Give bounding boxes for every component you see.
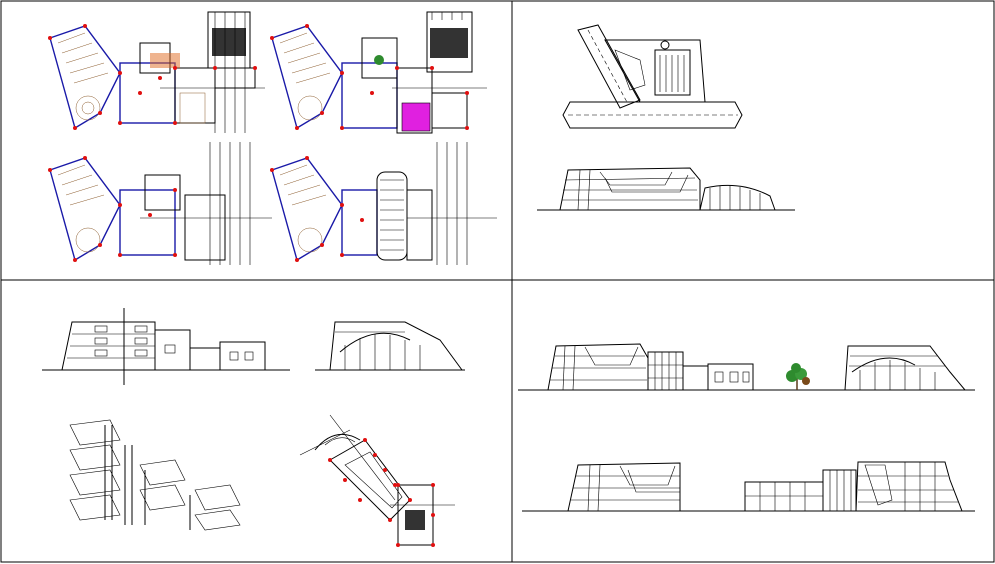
third-floor-plan <box>270 142 497 265</box>
elevations-panel <box>518 343 975 512</box>
second-floor-plan <box>48 142 272 265</box>
site-plan-panel <box>537 24 795 211</box>
site-plan <box>562 24 743 129</box>
ground-floor-plan <box>48 11 265 133</box>
cross-section <box>315 321 465 371</box>
first-floor-plan <box>270 11 487 134</box>
north-elevation <box>522 461 975 512</box>
sections-panel <box>42 308 465 547</box>
front-elevation <box>537 167 795 211</box>
floor-plans-panel <box>48 11 497 265</box>
longitudinal-section <box>42 308 290 385</box>
structural-axonometric <box>69 419 241 531</box>
column-grid-plan <box>299 414 455 547</box>
tree-icon <box>786 363 810 390</box>
south-elevation <box>518 343 975 391</box>
